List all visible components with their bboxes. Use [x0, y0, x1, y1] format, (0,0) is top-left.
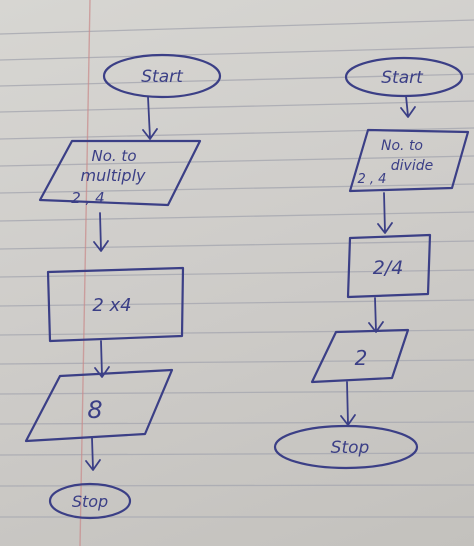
right-stop-terminal	[273, 424, 419, 470]
left-start-terminal	[102, 53, 222, 99]
left-stop-terminal	[48, 482, 132, 520]
margin-line	[79, 0, 91, 546]
left-stop-label: Stop	[72, 492, 108, 511]
right-arrow-1	[400, 95, 416, 118]
left-input-line3: 2 , 4	[71, 189, 104, 207]
right-process-box	[346, 233, 432, 299]
right-arrow-4	[340, 381, 356, 426]
left-process-box	[46, 266, 185, 343]
left-arrow-3	[94, 340, 110, 378]
left-input-line1: No. to	[92, 147, 137, 165]
left-arrow-1	[142, 96, 158, 140]
left-process-label: 2 x4	[92, 295, 131, 316]
left-input-box	[38, 139, 202, 207]
left-output-label: 8	[87, 396, 102, 424]
right-stop-label: Stop	[331, 438, 370, 458]
left-start-label: Start	[141, 67, 184, 87]
right-output-label: 2	[355, 346, 368, 370]
right-start-label: Start	[381, 68, 424, 88]
left-arrow-2	[93, 212, 109, 252]
right-start-terminal	[344, 56, 464, 98]
right-arrow-3	[368, 297, 384, 333]
right-process-label: 2/4	[373, 257, 404, 279]
right-input-line3: 2 , 4	[358, 172, 387, 187]
left-flowchart: Start No. to multiply 2 , 4 2 x4 8 Stop	[24, 53, 222, 520]
left-output-box	[24, 368, 174, 443]
right-arrow-2	[377, 192, 393, 234]
right-input-box	[348, 128, 470, 193]
right-flowchart: Start No. to divide 2 , 4 2/4 2 Stop	[273, 56, 470, 470]
left-input-line2: multiply	[81, 166, 146, 185]
left-arrow-4	[85, 437, 101, 471]
right-output-box	[310, 328, 410, 384]
right-input-line2: divide	[391, 158, 433, 174]
right-input-line1: No. to	[381, 138, 423, 154]
ruled-lines	[0, 19, 474, 518]
